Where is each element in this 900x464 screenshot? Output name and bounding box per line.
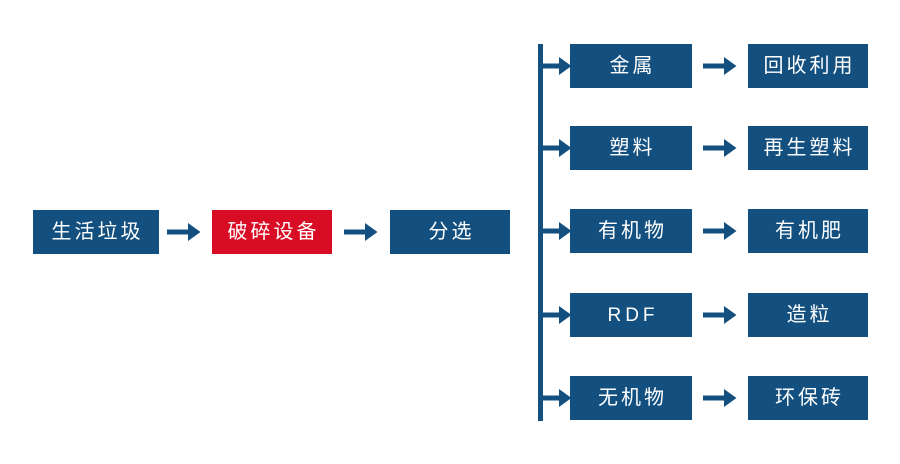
arrow-right-icon — [703, 219, 737, 243]
arrow-right-icon — [344, 220, 378, 244]
node-branch-material[interactable]: 无机物 — [570, 376, 692, 420]
branch-row: 金属 回收利用 — [0, 44, 900, 88]
branch-row: 有机物 有机肥 — [0, 209, 900, 253]
arrow-right-icon — [703, 136, 737, 160]
branch-row: 无机物 环保砖 — [0, 376, 900, 420]
node-branch-material[interactable]: RDF — [570, 293, 692, 337]
arrow-right-icon — [703, 54, 737, 78]
arrow-right-icon — [538, 54, 572, 78]
node-branch-product[interactable]: 环保砖 — [748, 376, 868, 420]
arrow-right-icon — [703, 386, 737, 410]
node-branch-product[interactable]: 有机肥 — [748, 209, 868, 253]
node-branch-product[interactable]: 再生塑料 — [748, 126, 868, 170]
node-waste[interactable]: 生活垃圾 — [33, 210, 159, 254]
node-sorting[interactable]: 分选 — [390, 210, 510, 254]
arrow-right-icon — [538, 219, 572, 243]
node-branch-product[interactable]: 回收利用 — [748, 44, 868, 88]
arrow-right-icon — [538, 386, 572, 410]
arrow-right-icon — [538, 303, 572, 327]
branch-row: 塑料 再生塑料 — [0, 126, 900, 170]
arrow-right-icon — [703, 303, 737, 327]
node-branch-material[interactable]: 有机物 — [570, 209, 692, 253]
node-branch-material[interactable]: 金属 — [570, 44, 692, 88]
node-crusher[interactable]: 破碎设备 — [212, 210, 332, 254]
arrow-right-icon — [167, 220, 201, 244]
node-branch-material[interactable]: 塑料 — [570, 126, 692, 170]
node-branch-product[interactable]: 造粒 — [748, 293, 868, 337]
branch-row: RDF 造粒 — [0, 293, 900, 337]
arrow-right-icon — [538, 136, 572, 160]
